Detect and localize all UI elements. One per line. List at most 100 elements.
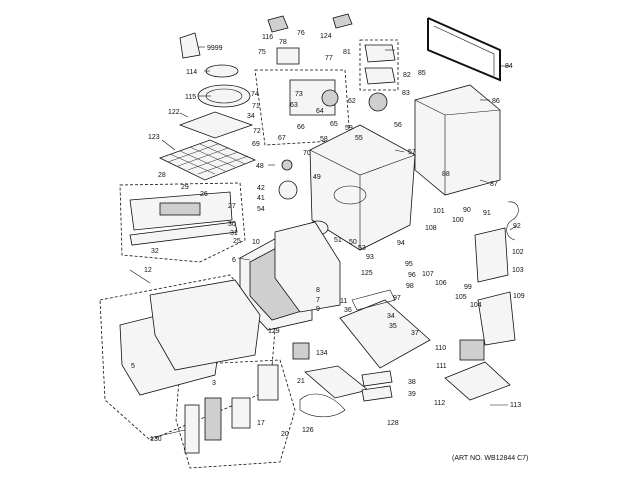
callout-111: 111 bbox=[436, 363, 447, 370]
callout-113: 113 bbox=[510, 402, 521, 409]
callout-82: 82 bbox=[403, 72, 411, 79]
art-number-label: (ART NO. WB12844 C7) bbox=[452, 455, 529, 462]
callout-32: 32 bbox=[151, 248, 159, 255]
part-114-ring bbox=[205, 64, 239, 78]
callout-104: 104 bbox=[470, 302, 482, 309]
callout-17: 17 bbox=[257, 420, 265, 427]
part-main-cavity bbox=[309, 124, 416, 251]
callout-28: 28 bbox=[158, 172, 166, 179]
part-123-rack bbox=[158, 139, 257, 181]
part-75-board bbox=[276, 47, 300, 65]
callout-71: 71 bbox=[252, 103, 260, 110]
part-36-bar bbox=[351, 289, 396, 311]
part-37-tray bbox=[339, 299, 431, 369]
callout-54: 54 bbox=[257, 206, 265, 213]
part-87-cabinet bbox=[414, 84, 501, 196]
part-128-filter bbox=[304, 365, 369, 399]
callout-84: 84 bbox=[505, 63, 513, 70]
callout-10: 10 bbox=[252, 239, 260, 246]
callout-63: 63 bbox=[290, 102, 298, 109]
callout-95: 95 bbox=[405, 261, 413, 268]
part-10-panel bbox=[274, 221, 341, 313]
callout-7: 7 bbox=[316, 297, 320, 304]
group-outline-hood bbox=[359, 39, 399, 91]
callout-65: 65 bbox=[330, 121, 338, 128]
callout-96: 96 bbox=[408, 272, 416, 279]
callout-62: 62 bbox=[348, 98, 356, 105]
callout-20: 20 bbox=[281, 431, 289, 438]
callout-6: 6 bbox=[232, 257, 236, 264]
part-48-hub bbox=[281, 159, 293, 171]
callout-9: 9 bbox=[316, 306, 320, 313]
callout-73: 73 bbox=[295, 91, 303, 98]
callout-26: 26 bbox=[200, 191, 208, 198]
callout-99: 99 bbox=[464, 284, 472, 291]
callout-59: 59 bbox=[345, 125, 353, 132]
part-130-keypad bbox=[184, 404, 200, 454]
part-103-bracket bbox=[474, 227, 509, 283]
callout-55: 55 bbox=[355, 135, 363, 142]
callout-56: 56 bbox=[394, 122, 402, 129]
callout-114: 114 bbox=[186, 69, 197, 76]
callout-125: 125 bbox=[361, 270, 373, 277]
callout-106: 106 bbox=[435, 280, 447, 287]
callout-51: 51 bbox=[334, 237, 342, 244]
callout-105: 105 bbox=[455, 294, 467, 301]
part-109-panel bbox=[477, 291, 516, 346]
callout-38: 38 bbox=[408, 379, 416, 386]
callout-128: 128 bbox=[387, 420, 399, 427]
callout-9999: 9999 bbox=[207, 45, 223, 52]
callout-100: 100 bbox=[452, 217, 464, 224]
callout-29: 29 bbox=[181, 184, 189, 191]
callout-42: 42 bbox=[257, 185, 265, 192]
callout-134: 134 bbox=[316, 350, 328, 357]
callout-27: 27 bbox=[228, 203, 236, 210]
part-25-bar bbox=[129, 221, 238, 246]
callout-72: 72 bbox=[253, 128, 261, 135]
part-112-base bbox=[444, 361, 511, 401]
callout-21: 21 bbox=[297, 378, 305, 385]
callout-53: 53 bbox=[358, 245, 366, 252]
callout-36: 36 bbox=[344, 307, 352, 314]
leader-lines bbox=[129, 46, 517, 439]
callout-107: 107 bbox=[422, 271, 434, 278]
callout-88: 88 bbox=[442, 171, 450, 178]
group-outline-electronics bbox=[175, 359, 296, 469]
callout-48: 48 bbox=[256, 163, 264, 170]
callout-11: 11 bbox=[340, 298, 347, 305]
callout-70: 70 bbox=[303, 150, 311, 157]
callout-123: 123 bbox=[148, 134, 160, 141]
part-82-vent bbox=[364, 67, 396, 85]
callout-97: 97 bbox=[393, 295, 401, 302]
callout-115: 115 bbox=[185, 94, 196, 101]
callout-5: 5 bbox=[131, 363, 135, 370]
callout-129: 129 bbox=[268, 328, 280, 335]
callout-64: 64 bbox=[316, 108, 324, 115]
part-122-tray bbox=[178, 111, 254, 139]
callout-110: 110 bbox=[435, 345, 446, 352]
callout-67: 67 bbox=[278, 135, 286, 142]
callout-labels: 9999 116 124 76 78 77 75 81 84 82 114 11… bbox=[131, 30, 525, 443]
callout-58: 58 bbox=[320, 136, 328, 143]
callout-86: 86 bbox=[492, 98, 500, 105]
part-124 bbox=[332, 13, 353, 29]
callout-130: 130 bbox=[150, 436, 162, 443]
callout-112: 112 bbox=[434, 400, 445, 407]
callout-66: 66 bbox=[297, 124, 305, 131]
callout-81: 81 bbox=[343, 49, 351, 56]
callout-75: 75 bbox=[258, 49, 266, 56]
callout-90: 90 bbox=[463, 207, 471, 214]
callout-69: 69 bbox=[252, 141, 260, 148]
callout-74: 74 bbox=[251, 91, 259, 98]
callout-122: 122 bbox=[168, 109, 180, 116]
callout-34b: 34 bbox=[387, 313, 395, 320]
callout-50: 50 bbox=[349, 239, 357, 246]
callout-12: 12 bbox=[144, 267, 152, 274]
callout-78: 78 bbox=[279, 39, 287, 46]
part-84-bracket bbox=[427, 17, 501, 82]
callout-124: 124 bbox=[320, 33, 332, 40]
callout-103: 103 bbox=[512, 267, 524, 274]
callout-108: 108 bbox=[425, 225, 437, 232]
callout-92: 92 bbox=[513, 223, 521, 230]
